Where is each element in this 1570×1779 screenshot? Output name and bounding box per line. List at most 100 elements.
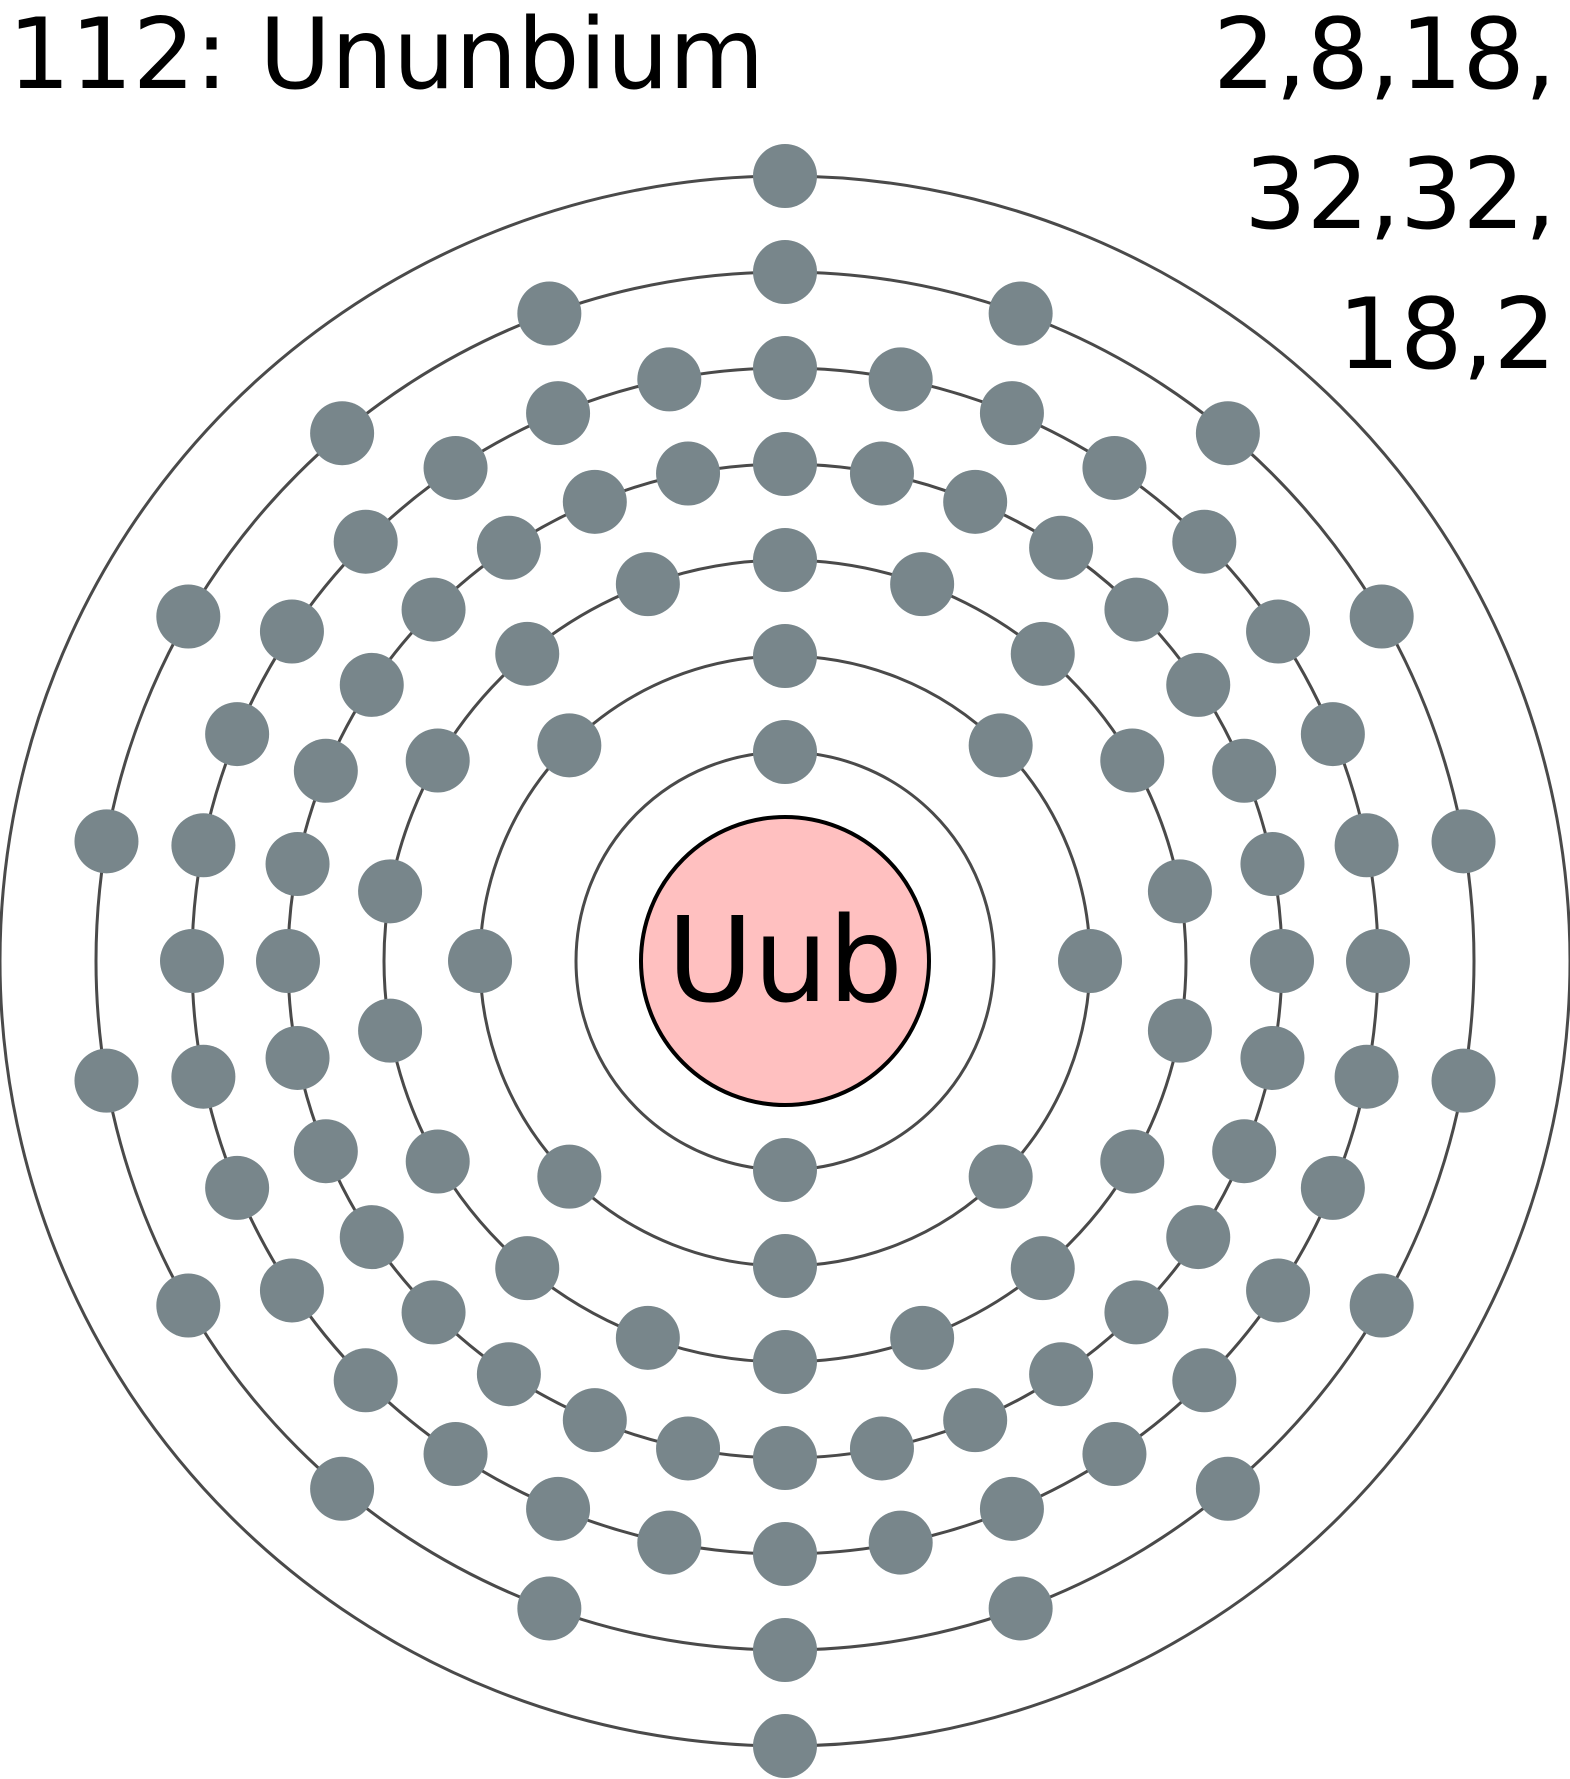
electron-shell-6 <box>988 281 1053 346</box>
electron-configuration-line-3: 18,2 <box>1338 278 1556 392</box>
electron-shell-4 <box>562 1388 627 1453</box>
electron-shell-6 <box>310 401 375 466</box>
electron-shell-5 <box>171 813 236 878</box>
electron-shell-6 <box>156 584 221 649</box>
electron-shell-2 <box>968 1144 1033 1209</box>
electron-shell-4 <box>1166 1205 1231 1270</box>
electron-shell-5 <box>1334 813 1399 878</box>
electron-shell-3 <box>890 552 955 617</box>
electron-shell-1 <box>753 720 817 784</box>
electron-shell-4 <box>293 738 358 803</box>
electron-shell-4 <box>562 469 627 534</box>
electron-shell-2 <box>753 1234 817 1298</box>
electron-shell-5 <box>423 435 488 500</box>
electron-shell-4 <box>256 929 320 993</box>
electron-shell-6 <box>74 1048 139 1113</box>
electron-shell-3 <box>1010 621 1075 686</box>
electron-shell-4 <box>476 1342 541 1407</box>
electron-shell-1 <box>753 1138 817 1202</box>
electron-shell-5 <box>1346 929 1410 993</box>
electron-shell-3 <box>1147 998 1212 1063</box>
electron-shell-6 <box>1349 1273 1414 1338</box>
electron-shell-6 <box>1431 1048 1496 1113</box>
electron-shell-3 <box>753 1330 817 1394</box>
electron-shells <box>0 144 1570 1778</box>
electron-shell-7 <box>753 144 817 208</box>
electron-shell-4 <box>265 832 330 897</box>
electron-shell-5 <box>205 702 270 767</box>
electron-shell-4 <box>1104 577 1169 642</box>
electron-shell-5 <box>637 1510 702 1575</box>
electron-shell-5 <box>259 1258 324 1323</box>
electron-shell-5 <box>423 1422 488 1487</box>
electron-shell-4 <box>476 515 541 580</box>
electron-shell-5 <box>868 347 933 412</box>
electron-shell-3 <box>405 728 470 793</box>
electron-shell-3 <box>753 528 817 592</box>
electron-shell-6 <box>517 1576 582 1641</box>
nucleus-symbol: Uub <box>667 891 903 1029</box>
electron-shell-3 <box>495 1236 560 1301</box>
electron-shell-5 <box>1172 509 1237 574</box>
electron-shell-3 <box>615 552 680 617</box>
electron-shell-5 <box>979 381 1044 446</box>
electron-shell-5 <box>637 347 702 412</box>
electron-shell-4 <box>265 1025 330 1090</box>
electron-shell-4 <box>753 1426 817 1490</box>
electron-shell-4 <box>1240 1025 1305 1090</box>
electron-shell-6 <box>310 1456 375 1521</box>
electron-shell-5 <box>160 929 224 993</box>
electron-shell-4 <box>1212 1119 1277 1184</box>
electron-shell-4 <box>401 577 466 642</box>
electron-shell-6 <box>517 281 582 346</box>
electron-shell-5 <box>868 1510 933 1575</box>
electron-shell-5 <box>753 1522 817 1586</box>
electron-shell-5 <box>1172 1348 1237 1413</box>
electron-shell-4 <box>1212 738 1277 803</box>
electron-shell-6 <box>753 1618 817 1682</box>
electron-shell-5 <box>333 509 398 574</box>
electron-shell-4 <box>849 1416 914 1481</box>
electron-shell-5 <box>753 336 817 400</box>
electron-shell-3 <box>1100 1129 1165 1194</box>
electron-shell-4 <box>849 441 914 506</box>
electron-shell-5 <box>1334 1044 1399 1109</box>
electron-shell-4 <box>656 441 721 506</box>
electron-shell-4 <box>339 652 404 717</box>
electron-shell-2 <box>448 929 512 993</box>
electron-shell-5 <box>1246 599 1311 664</box>
nucleus <box>639 815 931 1107</box>
electron-shell-4 <box>1104 1280 1169 1345</box>
electron-shell-2 <box>537 713 602 778</box>
electron-configuration-line-1: 2,8,18, <box>1213 0 1556 112</box>
electron-shell-3 <box>495 621 560 686</box>
electron-shell-6 <box>1195 401 1260 466</box>
electron-shell-4 <box>293 1119 358 1184</box>
electron-shell-4 <box>339 1205 404 1270</box>
electron-shell-5 <box>526 1476 591 1541</box>
electron-shell-3 <box>1100 728 1165 793</box>
electron-shell-4 <box>753 432 817 496</box>
element-title: 112: Ununbium <box>8 0 764 112</box>
electron-shell-5 <box>526 381 591 446</box>
electron-shell-2 <box>968 713 1033 778</box>
electron-shell-3 <box>890 1305 955 1370</box>
electron-shell-4 <box>1029 515 1094 580</box>
electron-shell-5 <box>1082 1422 1147 1487</box>
electron-shell-4 <box>1166 652 1231 717</box>
electron-shell-5 <box>1082 435 1147 500</box>
electron-shell-5 <box>205 1155 270 1220</box>
electron-shell-2 <box>537 1144 602 1209</box>
electron-shell-3 <box>1147 859 1212 924</box>
electron-shell-4 <box>1240 832 1305 897</box>
electron-shell-6 <box>1431 809 1496 874</box>
electron-shell-4 <box>656 1416 721 1481</box>
electron-shell-4 <box>401 1280 466 1345</box>
electron-shell-5 <box>1246 1258 1311 1323</box>
electron-shell-6 <box>1195 1456 1260 1521</box>
electron-shell-4 <box>943 1388 1008 1453</box>
electron-shell-5 <box>333 1348 398 1413</box>
electron-shell-5 <box>1300 702 1365 767</box>
electron-shell-7 <box>753 1714 817 1778</box>
